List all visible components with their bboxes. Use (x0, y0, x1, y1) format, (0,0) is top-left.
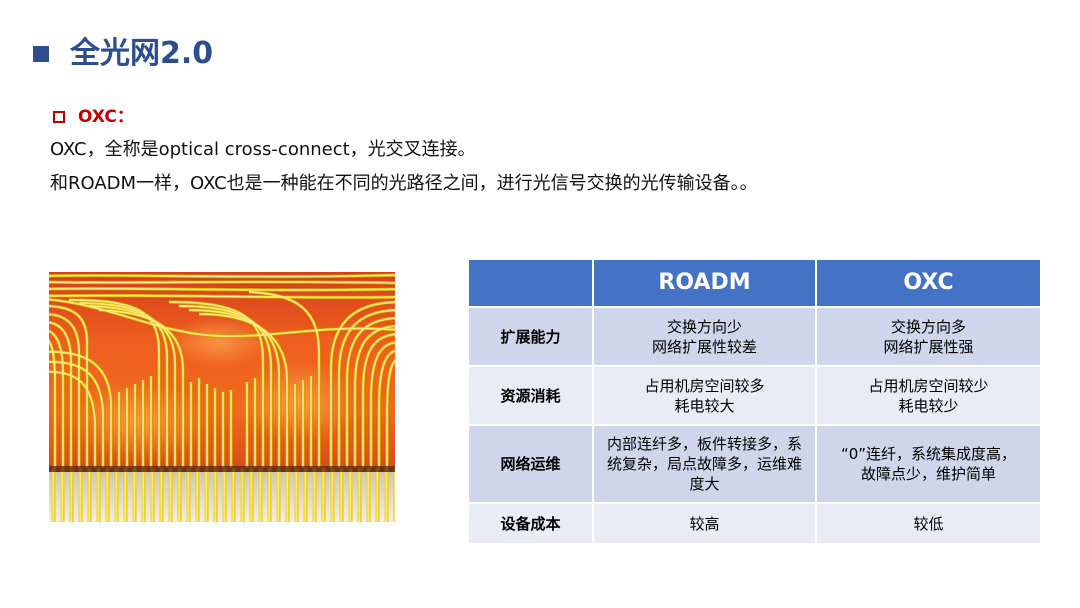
hollow-square-icon (53, 111, 65, 123)
connector-pins (49, 468, 395, 522)
section-label: OXC： (78, 107, 134, 127)
roadm-cell: 占用机房空间较多 耗电较大 (594, 367, 815, 424)
paragraph-description: 和ROADM一样，OXC也是一种能在不同的光路径之间，进行光信号交换的光传输设备… (50, 173, 758, 194)
row-label: 设备成本 (469, 504, 592, 543)
row-label: 扩展能力 (469, 308, 592, 365)
comparison-table: ROADM OXC 扩展能力 交换方向少 网络扩展性较差 交换方向多 网络扩展性… (469, 260, 1040, 543)
filled-square-icon (33, 46, 49, 62)
roadm-cell: 交换方向少 网络扩展性较差 (594, 308, 815, 365)
paragraph-definition: OXC，全称是optical cross-connect，光交叉连接。 (50, 139, 476, 160)
table-header-roadm: ROADM (594, 260, 815, 306)
light-reflection (169, 317, 269, 367)
oxc-cell: 占用机房空间较少 耗电较少 (817, 367, 1040, 424)
roadm-cell: 内部连纤多，板件转接多，系统复杂，局点故障多，运维难度大 (594, 426, 815, 502)
roadm-cell: 较高 (594, 504, 815, 543)
slide-title: 全光网2.0 (70, 36, 214, 71)
optical-fiber-photo (49, 272, 395, 522)
oxc-cell: 交换方向多 网络扩展性强 (817, 308, 1040, 365)
row-label: 网络运维 (469, 426, 592, 502)
oxc-cell: “0”连纤，系统集成度高， 故障点少，维护简单 (817, 426, 1040, 502)
oxc-cell: 较低 (817, 504, 1040, 543)
row-label: 资源消耗 (469, 367, 592, 424)
table-header-corner (469, 260, 592, 306)
connector-strip (49, 466, 395, 472)
light-reflection (239, 362, 359, 442)
table-header-oxc: OXC (817, 260, 1040, 306)
